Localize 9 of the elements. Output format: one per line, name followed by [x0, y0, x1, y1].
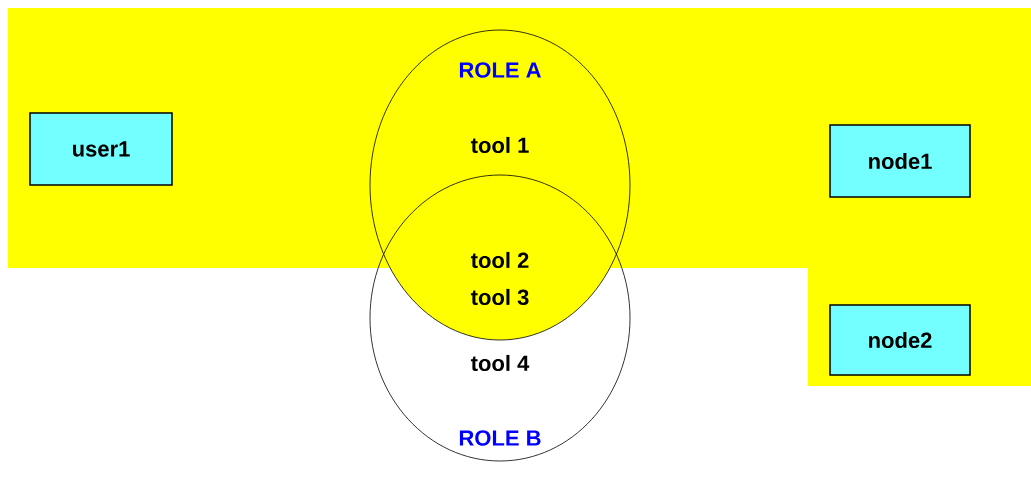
name-box: user1 — [29, 112, 173, 186]
name-box: node2 — [829, 304, 971, 376]
role-title: ROLE A — [459, 62, 541, 78]
tool-label: tool 4 — [470, 354, 530, 372]
tool-label: tool 3 — [470, 288, 529, 306]
tool-label: tool 2 — [470, 251, 529, 269]
name-box: node1 — [829, 124, 971, 198]
tool-label: tool 1 — [470, 136, 529, 154]
role-title: ROLE B — [459, 430, 541, 446]
